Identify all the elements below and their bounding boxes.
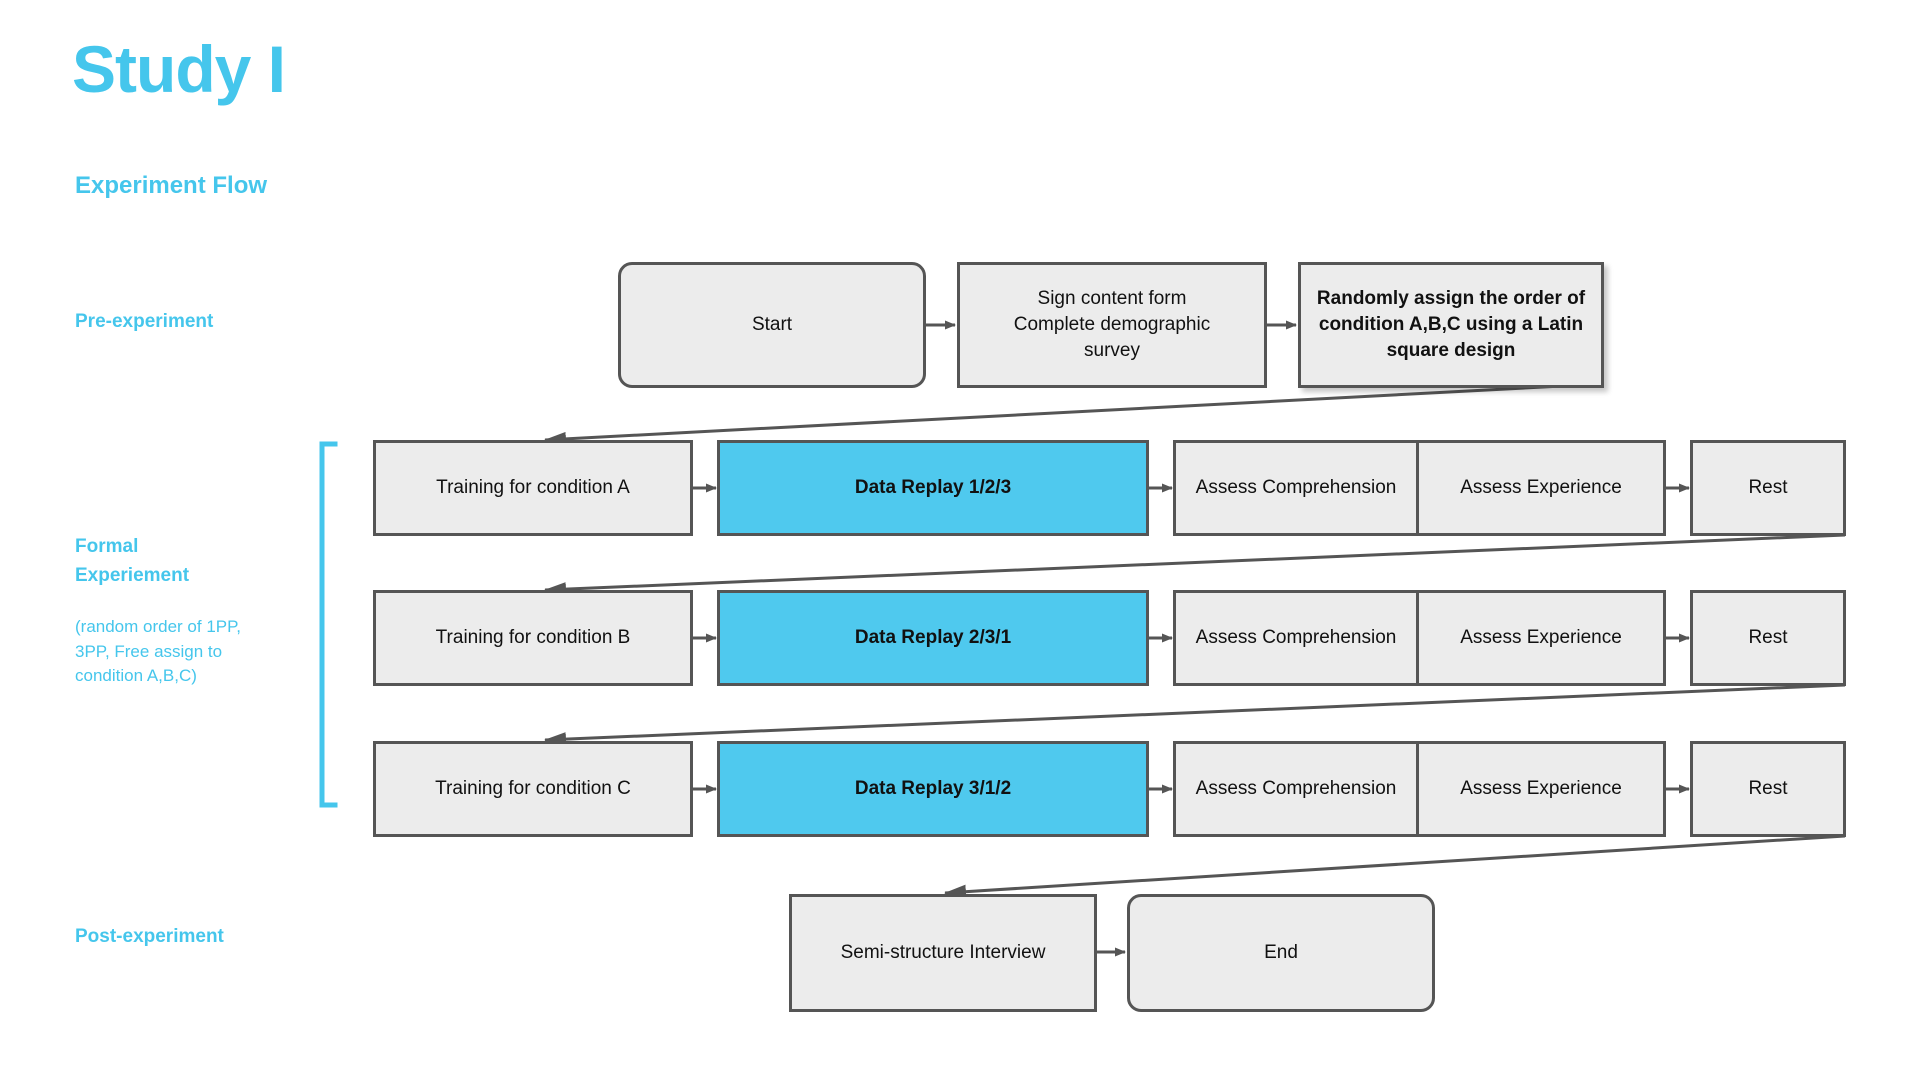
arrow-row-c-to-interview bbox=[944, 834, 1846, 899]
arrow-row-b-to-row-c bbox=[544, 683, 1846, 747]
node-assess-comprehension-a[interactable]: Assess Comprehension bbox=[1173, 440, 1419, 536]
stage-label-formal-experiment-line2: Experiement bbox=[75, 565, 190, 586]
stage-label-formal-experiment-line1: Formal bbox=[75, 536, 139, 557]
stage-label-post-experiment: Post-experiment bbox=[75, 926, 224, 947]
node-rest-b[interactable]: Rest bbox=[1690, 590, 1846, 686]
arrow-latin-square-to-row-a bbox=[544, 382, 1601, 446]
page-title: Study I bbox=[72, 32, 286, 106]
arrow-row-a-to-row-b bbox=[544, 533, 1846, 597]
node-consent-survey[interactable]: Sign content form Complete demographic s… bbox=[957, 262, 1267, 388]
node-assess-comprehension-b[interactable]: Assess Comprehension bbox=[1173, 590, 1419, 686]
node-end[interactable]: End bbox=[1127, 894, 1435, 1012]
node-assess-experience-c[interactable]: Assess Experience bbox=[1419, 741, 1666, 837]
node-semi-structure-interview[interactable]: Semi-structure Interview bbox=[789, 894, 1097, 1012]
page-subtitle: Experiment Flow bbox=[75, 172, 268, 199]
node-assess-comprehension-c[interactable]: Assess Comprehension bbox=[1173, 741, 1419, 837]
node-latin-square-assignment[interactable]: Randomly assign the order of condition A… bbox=[1298, 262, 1604, 388]
node-assess-experience-a[interactable]: Assess Experience bbox=[1419, 440, 1666, 536]
node-start[interactable]: Start bbox=[618, 262, 926, 388]
node-assess-experience-b[interactable]: Assess Experience bbox=[1419, 590, 1666, 686]
stage-label-pre-experiment: Pre-experiment bbox=[75, 311, 214, 332]
node-rest-a[interactable]: Rest bbox=[1690, 440, 1846, 536]
node-rest-c[interactable]: Rest bbox=[1690, 741, 1846, 837]
formal-experiment-bracket bbox=[319, 441, 338, 808]
node-training-condition-c[interactable]: Training for condition C bbox=[373, 741, 693, 837]
node-data-replay-c[interactable]: Data Replay 3/1/2 bbox=[717, 741, 1149, 837]
stage-note-formal-experiment: (random order of 1PP, 3PP, Free assign t… bbox=[75, 617, 241, 686]
node-data-replay-b[interactable]: Data Replay 2/3/1 bbox=[717, 590, 1149, 686]
node-training-condition-b[interactable]: Training for condition B bbox=[373, 590, 693, 686]
node-data-replay-a[interactable]: Data Replay 1/2/3 bbox=[717, 440, 1149, 536]
node-training-condition-a[interactable]: Training for condition A bbox=[373, 440, 693, 536]
